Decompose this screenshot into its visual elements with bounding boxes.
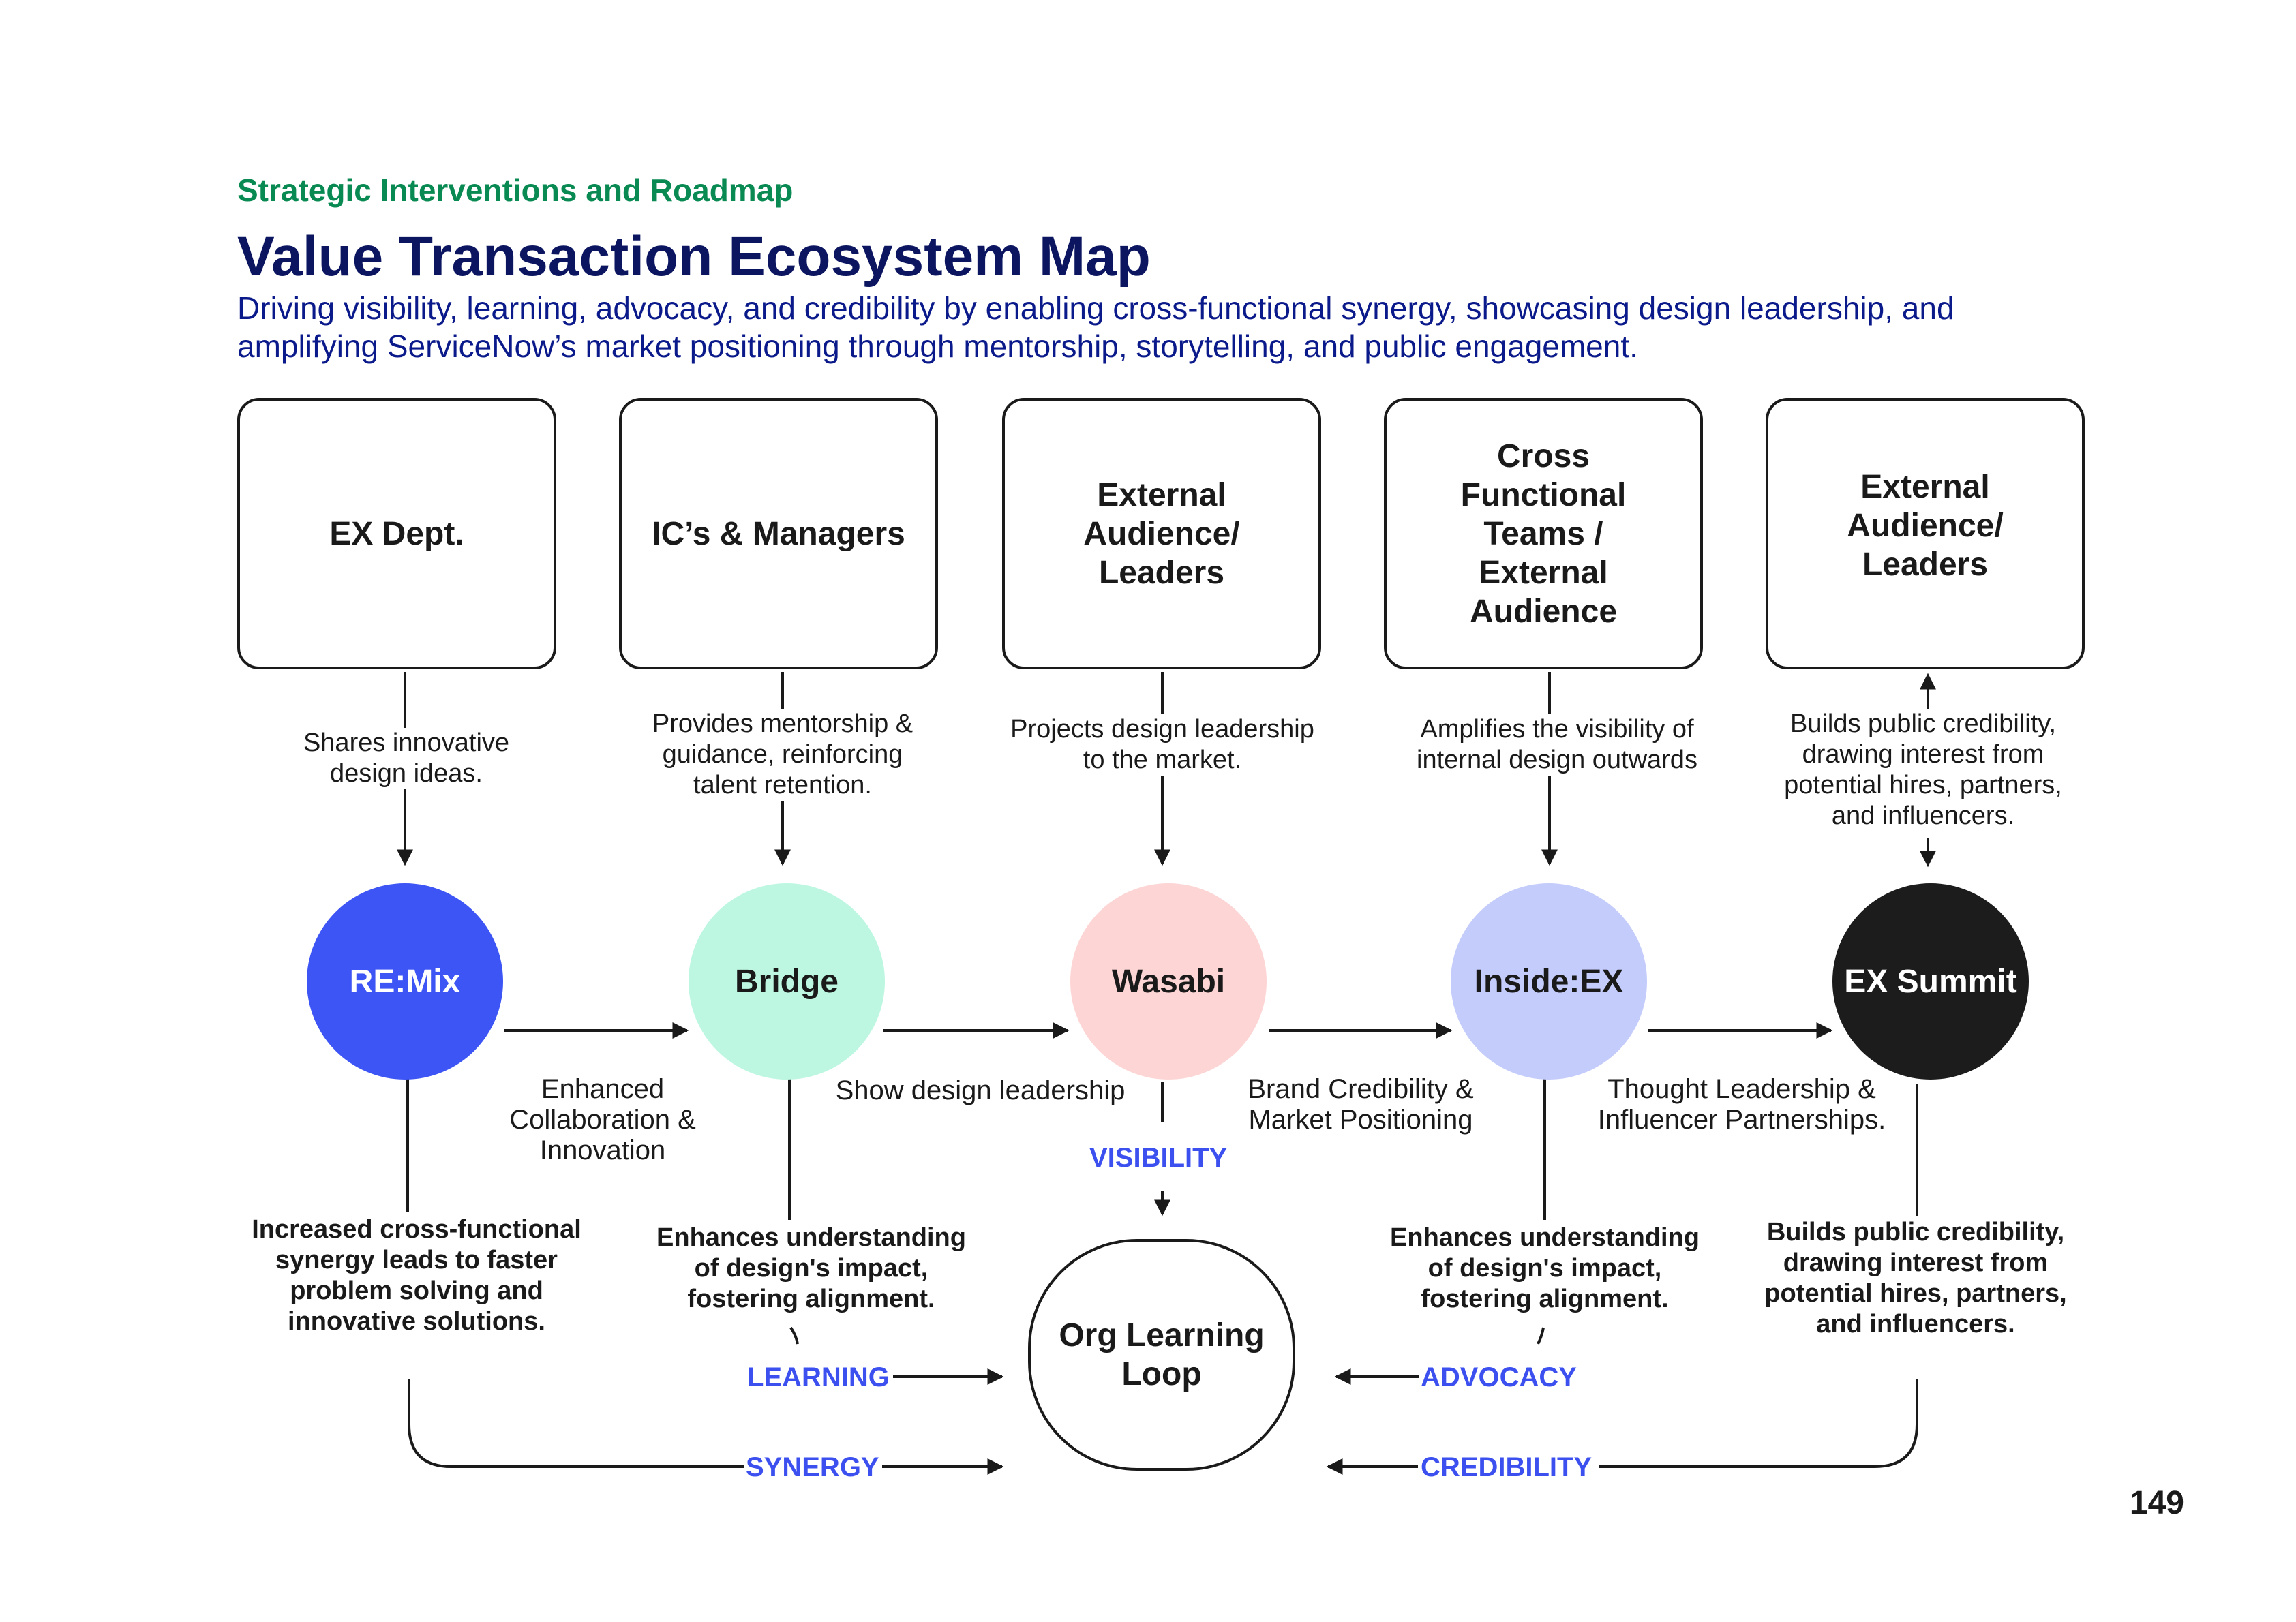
tag-synergy: SYNERGY — [744, 1452, 881, 1483]
flow-label-3: Brand Credibility & Market Positioning — [1248, 1074, 1474, 1135]
actor-description-2: Provides mentorship & guidance, reinforc… — [634, 709, 931, 801]
bracket-synergy — [408, 1379, 744, 1468]
impact-text-4: Builds public credibility, drawing inter… — [1764, 1218, 2067, 1338]
node-ex-summit: EX Summit — [1832, 883, 2029, 1080]
page-subtitle: Driving visibility, learning, advocacy, … — [237, 290, 1954, 364]
actor-box-external-leaders: External Audience/ Leaders — [1766, 398, 2085, 669]
actor-box-ics-managers: IC’s & Managers — [619, 398, 938, 669]
org-learning-loop: Org Learning Loop — [1028, 1239, 1295, 1471]
actor-box-external-audience: External Audience/ Leaders — [1002, 398, 1321, 669]
tag-learning: LEARNING — [746, 1362, 891, 1393]
tag-credibility: CREDIBILITY — [1419, 1452, 1594, 1483]
page-title: Value Transaction Ecosystem Map — [237, 226, 1151, 288]
flow-label-1: Enhanced Collaboration & Innovation — [509, 1074, 696, 1165]
section-eyebrow: Strategic Interventions and Roadmap — [237, 172, 794, 208]
impact-text-2: Enhances understanding of design's impac… — [656, 1223, 966, 1313]
bracket-credibility — [1599, 1379, 1918, 1468]
tag-advocacy: ADVOCACY — [1419, 1362, 1578, 1393]
actor-description-5: Builds public credibility, drawing inter… — [1766, 709, 2081, 831]
curl-learning — [789, 1326, 799, 1345]
flow-label-4: Thought Leadership & Influencer Partners… — [1597, 1074, 1886, 1135]
impact-text-3: Enhances understanding of design's impac… — [1390, 1223, 1700, 1313]
tag-visibility: VISIBILITY — [1088, 1142, 1229, 1174]
flow-label-2: Show design leadership — [835, 1075, 1126, 1105]
actor-description-3: Projects design leadership to the market… — [1002, 714, 1323, 776]
node-bridge: Bridge — [689, 883, 885, 1080]
page-number: 149 — [2129, 1485, 2184, 1521]
curl-advocacy — [1537, 1327, 1545, 1345]
actor-description-1: Shares innovative design ideas. — [277, 728, 536, 789]
node-inside-ex: Inside:EX — [1451, 883, 1647, 1080]
actor-box-cross-functional: Cross Functional Teams / External Audien… — [1384, 398, 1703, 669]
node-wasabi: Wasabi — [1070, 883, 1267, 1080]
actor-box-ex-dept: EX Dept. — [237, 398, 556, 669]
node-remix: RE:Mix — [307, 883, 503, 1080]
actor-description-4: Amplifies the visibility of internal des… — [1393, 714, 1721, 776]
impact-text-1: Increased cross-functional synergy leads… — [252, 1215, 581, 1336]
